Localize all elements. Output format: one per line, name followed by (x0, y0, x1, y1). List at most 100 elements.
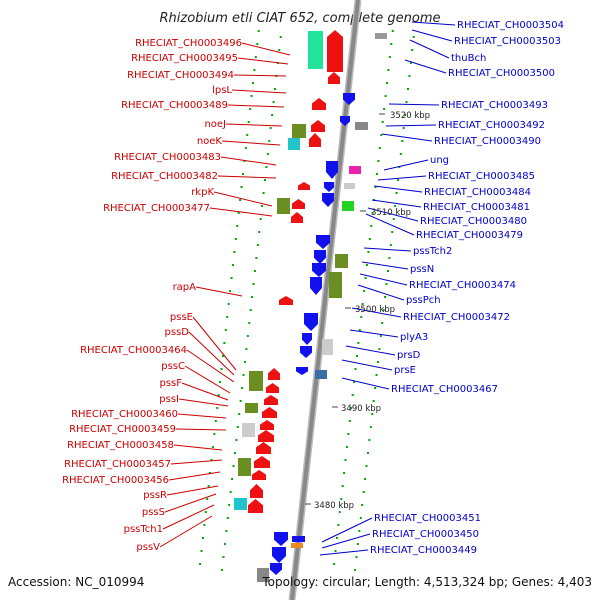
leader-line-right (411, 29, 453, 42)
gene-label[interactable]: RHECIAT_CH0003451 (374, 513, 481, 524)
gene-label[interactable]: RHECIAT_CH0003493 (441, 100, 548, 111)
gene-label[interactable]: RHECIAT_CH0003503 (454, 36, 561, 47)
gene-label[interactable]: prsE (394, 365, 416, 376)
feature-block (238, 458, 251, 476)
track-dot (225, 530, 228, 532)
gene-label[interactable]: RHECIAT_CH0003459 (69, 424, 176, 435)
gene-label[interactable]: RHECIAT_CH0003504 (457, 20, 564, 31)
leader-line-right (345, 345, 396, 356)
gene-label[interactable]: pssR (143, 490, 167, 501)
gene-label[interactable]: RHECIAT_CH0003495 (131, 53, 238, 64)
gene-label[interactable]: pssS (142, 507, 165, 518)
gene-label[interactable]: pssPch (406, 295, 441, 306)
gene-label[interactable]: RHECIAT_CH0003482 (111, 171, 218, 182)
forward-gene (256, 442, 271, 454)
gene-label[interactable]: pssTch1 (124, 524, 163, 535)
track-dot (222, 556, 225, 558)
gene-label[interactable]: pssC (161, 361, 185, 372)
gene-label[interactable]: rkpK (191, 187, 214, 198)
track-dot (228, 504, 231, 506)
gene-label[interactable]: RHECIAT_CH0003458 (67, 440, 174, 451)
gene-label[interactable]: RHECIAT_CH0003480 (420, 216, 527, 227)
track-dot (348, 420, 351, 422)
track-dot (266, 153, 269, 155)
gene-label[interactable]: RHECIAT_CH0003477 (103, 203, 210, 214)
gene-label[interactable]: pssV (136, 542, 160, 553)
gene-label[interactable]: RHECIAT_CH0003464 (80, 345, 187, 356)
gene-label[interactable]: RHECIAT_CH0003484 (424, 187, 531, 198)
track-dot (411, 49, 414, 51)
track-dot (233, 251, 236, 253)
gene-label[interactable]: pssTch2 (413, 246, 452, 257)
forward-gene (262, 407, 277, 418)
gene-label[interactable]: RHECIAT_CH0003500 (448, 68, 555, 79)
gene-label[interactable]: RHECIAT_CH0003450 (372, 529, 479, 540)
reverse-gene (304, 313, 318, 331)
forward-gene (309, 133, 321, 147)
gene-label[interactable]: RHECIAT_CH0003457 (64, 459, 171, 470)
track-dot (383, 108, 386, 110)
track-dot (268, 140, 271, 142)
track-dot (227, 303, 230, 305)
track-dot (256, 244, 259, 246)
reverse-gene (324, 182, 334, 192)
track-dot (344, 459, 347, 461)
gene-label[interactable]: pssF (159, 378, 182, 389)
track-dot (367, 251, 370, 253)
leader-line-left (209, 207, 273, 217)
gene-label[interactable]: pssN (410, 264, 434, 275)
gene-label[interactable]: plyA3 (400, 332, 428, 343)
kbp-label: 3490 kbp (341, 404, 381, 414)
kbp-scale-labels: 3520 kbp 3510 kbp 3500 kbp 3490 kbp 3480… (314, 111, 430, 511)
gene-label[interactable]: noeK (197, 136, 223, 147)
gene-label[interactable]: RHECIAT_CH0003479 (416, 230, 523, 241)
feature-block (315, 370, 327, 379)
track-dot (199, 563, 202, 565)
track-dot (389, 244, 392, 246)
gene-label[interactable]: RHECIAT_CH0003449 (370, 545, 477, 556)
gene-label[interactable]: noeJ (204, 119, 226, 130)
gene-label[interactable]: RHECIAT_CH0003481 (423, 202, 530, 213)
gene-label[interactable]: lpsL (212, 85, 232, 96)
leader-line-right (383, 159, 429, 171)
track-dot (239, 400, 242, 402)
gene-label[interactable]: thuBch (451, 53, 486, 64)
track-dot (406, 88, 409, 90)
gene-label[interactable]: RHECIAT_CH0003456 (62, 475, 169, 486)
feature-block (335, 254, 348, 268)
gene-label[interactable]: RHECIAT_CH0003496 (135, 38, 242, 49)
gene-label[interactable]: RHECIAT_CH0003492 (438, 120, 545, 131)
gene-label[interactable]: RHECIAT_CH0003490 (434, 136, 541, 147)
forward-gene (266, 383, 279, 393)
gene-label[interactable]: RHECIAT_CH0003494 (127, 70, 234, 81)
leader-line-left (168, 471, 221, 481)
track-dot (239, 199, 242, 201)
track-dot (353, 381, 356, 383)
gene-label[interactable]: RHECIAT_CH0003472 (403, 312, 510, 323)
gene-label[interactable]: pssI (159, 394, 179, 405)
gene-label[interactable]: rapA (173, 282, 197, 293)
feature-block (257, 568, 269, 582)
gene-label[interactable]: RHECIAT_CH0003483 (114, 152, 221, 163)
feature-block (234, 498, 247, 510)
gene-label[interactable]: pssE (170, 312, 193, 323)
gene-label[interactable]: pssD (165, 327, 190, 338)
gene-label[interactable]: RHECIAT_CH0003474 (409, 280, 516, 291)
gene-label[interactable]: ung (430, 155, 449, 166)
topology-text: Topology: circular; Length: 4,513,324 bp… (261, 575, 592, 589)
track-dot (253, 270, 256, 272)
leader-line-left (192, 316, 237, 371)
feature-block (292, 124, 306, 138)
gene-label[interactable]: RHECIAT_CH0003467 (391, 384, 498, 395)
gene-label[interactable]: RHECIAT_CH0003460 (71, 409, 178, 420)
track-dot (272, 101, 275, 103)
track-dot (238, 413, 241, 415)
track-dot (273, 88, 276, 90)
gene-label[interactable]: RHECIAT_CH0003485 (428, 171, 535, 182)
gene-label[interactable]: prsD (397, 350, 421, 361)
track-dot (257, 30, 260, 32)
forward-gene (254, 456, 270, 468)
track-dot (279, 36, 282, 38)
gene-label[interactable]: RHECIAT_CH0003489 (121, 100, 228, 111)
